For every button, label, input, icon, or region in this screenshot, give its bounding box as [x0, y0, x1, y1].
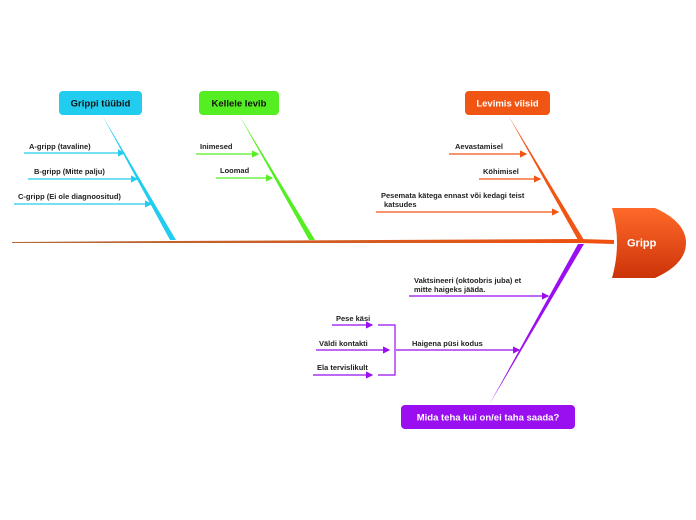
category-box-who[interactable]: [199, 91, 279, 115]
category-label: Grippi tüübid: [71, 99, 131, 110]
category-box-todo[interactable]: [401, 405, 575, 429]
head-shape: [612, 208, 686, 278]
subcause-label: Ela tervislikult: [317, 363, 368, 372]
category-spread: Aevastamisel Köhimisel Pesemata kätega e…: [376, 91, 584, 240]
cause-label: C-gripp (Ei ole diagnoositud): [18, 192, 121, 201]
subcause-label: Väldi kontakti: [319, 339, 368, 348]
cause-label: Pesemata kätega ennast või kedagi teist: [381, 191, 525, 200]
spine: [12, 239, 614, 244]
category-who: Inimesed Loomad Kellele levib: [196, 91, 315, 240]
bone-types: [102, 115, 176, 240]
cause-label: Loomad: [220, 166, 250, 175]
category-box-types[interactable]: [59, 91, 142, 115]
cause-label: Vaktsineeri (oktoobris juba) et: [414, 276, 522, 285]
category-label: Kellele levib: [212, 99, 267, 110]
subcause-bracket: [378, 324, 396, 376]
cause-label: B-gripp (Mitte palju): [34, 167, 105, 176]
head-label: Gripp: [627, 238, 657, 250]
category-label: Mida teha kui on/ei taha saada?: [417, 413, 560, 424]
bone-spread: [508, 115, 584, 240]
cause-label: Haigena püsi kodus: [412, 339, 483, 348]
bone-todo: [489, 244, 584, 405]
cause-label: Inimesed: [200, 142, 233, 151]
cause-label: Aevastamisel: [455, 142, 503, 151]
cause-label: mitte haigeks jääda.: [414, 285, 485, 294]
cause-label: Köhimisel: [483, 167, 519, 176]
category-todo: Vaktsineeri (oktoobris juba) et mitte ha…: [313, 244, 584, 429]
category-box-spread[interactable]: [465, 91, 550, 115]
cause-label: A-gripp (tavaline): [29, 142, 91, 151]
cause-label: katsudes: [384, 200, 417, 209]
category-types: A-gripp (tavaline) B-gripp (Mitte palju)…: [14, 91, 176, 240]
subcause-label: Pese käsi: [336, 314, 370, 323]
bone-who: [239, 115, 315, 240]
category-label: Levimis viisid: [476, 99, 539, 110]
